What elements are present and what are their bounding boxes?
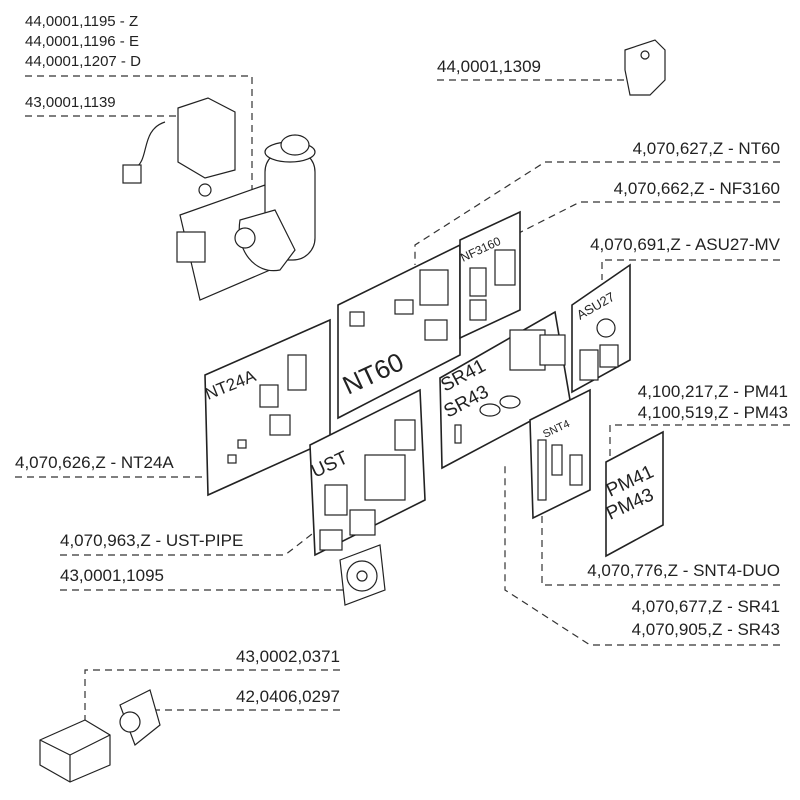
part-number-nt60: 4,070,627,Z - NT60 xyxy=(632,139,780,158)
knob-part xyxy=(119,689,161,746)
part-number-ust: 4,070,963,Z - UST-PIPE xyxy=(60,531,244,550)
part-number-sr43: 4,070,905,Z - SR43 xyxy=(631,620,780,639)
clip-part xyxy=(624,39,666,96)
part-number-motor-bracket: 43,0001,1139 xyxy=(25,94,116,111)
part-number-sr41: 4,070,677,Z - SR41 xyxy=(631,597,780,616)
part-number-motor-e: 44,0001,1196 - E xyxy=(25,33,139,50)
board-pm: PM41 PM43 xyxy=(603,430,664,558)
board-nt24a: NT24A xyxy=(202,318,331,497)
part-number-clip: 44,0001,1309 xyxy=(437,57,541,76)
leader-lines xyxy=(15,75,790,730)
leader-nf3160 xyxy=(504,201,780,241)
part-number-block: 43,0002,0371 xyxy=(236,647,340,666)
part-number-asu27: 4,070,691,Z - ASU27-MV xyxy=(590,235,780,254)
part-number-pm41: 4,100,217,Z - PM41 xyxy=(637,382,788,401)
board-asu27: ASU27 xyxy=(571,263,631,394)
board-ust: UST xyxy=(308,388,426,557)
leader-snt4 xyxy=(541,505,780,586)
leader-pm xyxy=(609,424,790,465)
part-number-motor-d: 44,0001,1207 - D xyxy=(25,53,141,70)
part-number-pm43: 4,100,519,Z - PM43 xyxy=(637,403,788,422)
board-sr: SR41 SR43 xyxy=(437,310,571,470)
part-number-fan: 43,0001,1095 xyxy=(60,566,164,585)
part-number-snt4: 4,070,776,Z - SNT4-DUO xyxy=(587,561,780,580)
part-number-knob: 42,0406,0297 xyxy=(236,687,340,706)
leader-sr xyxy=(504,465,780,646)
block-part xyxy=(39,719,111,783)
part-number-motor-z: 44,0001,1195 - Z xyxy=(25,13,139,30)
part-number-nt24a: 4,070,626,Z - NT24A xyxy=(15,453,174,472)
fan-part xyxy=(339,544,386,606)
part-number-nf3160: 4,070,662,Z - NF3160 xyxy=(613,179,780,198)
board-nf3160: NF3160 xyxy=(458,210,521,340)
motor-assembly xyxy=(122,97,316,301)
leader-ust xyxy=(60,519,331,556)
board-snt4: SNT4 xyxy=(529,388,591,520)
leader-motor xyxy=(25,75,253,195)
leader-nt60 xyxy=(414,161,780,265)
leader-block xyxy=(84,669,340,730)
